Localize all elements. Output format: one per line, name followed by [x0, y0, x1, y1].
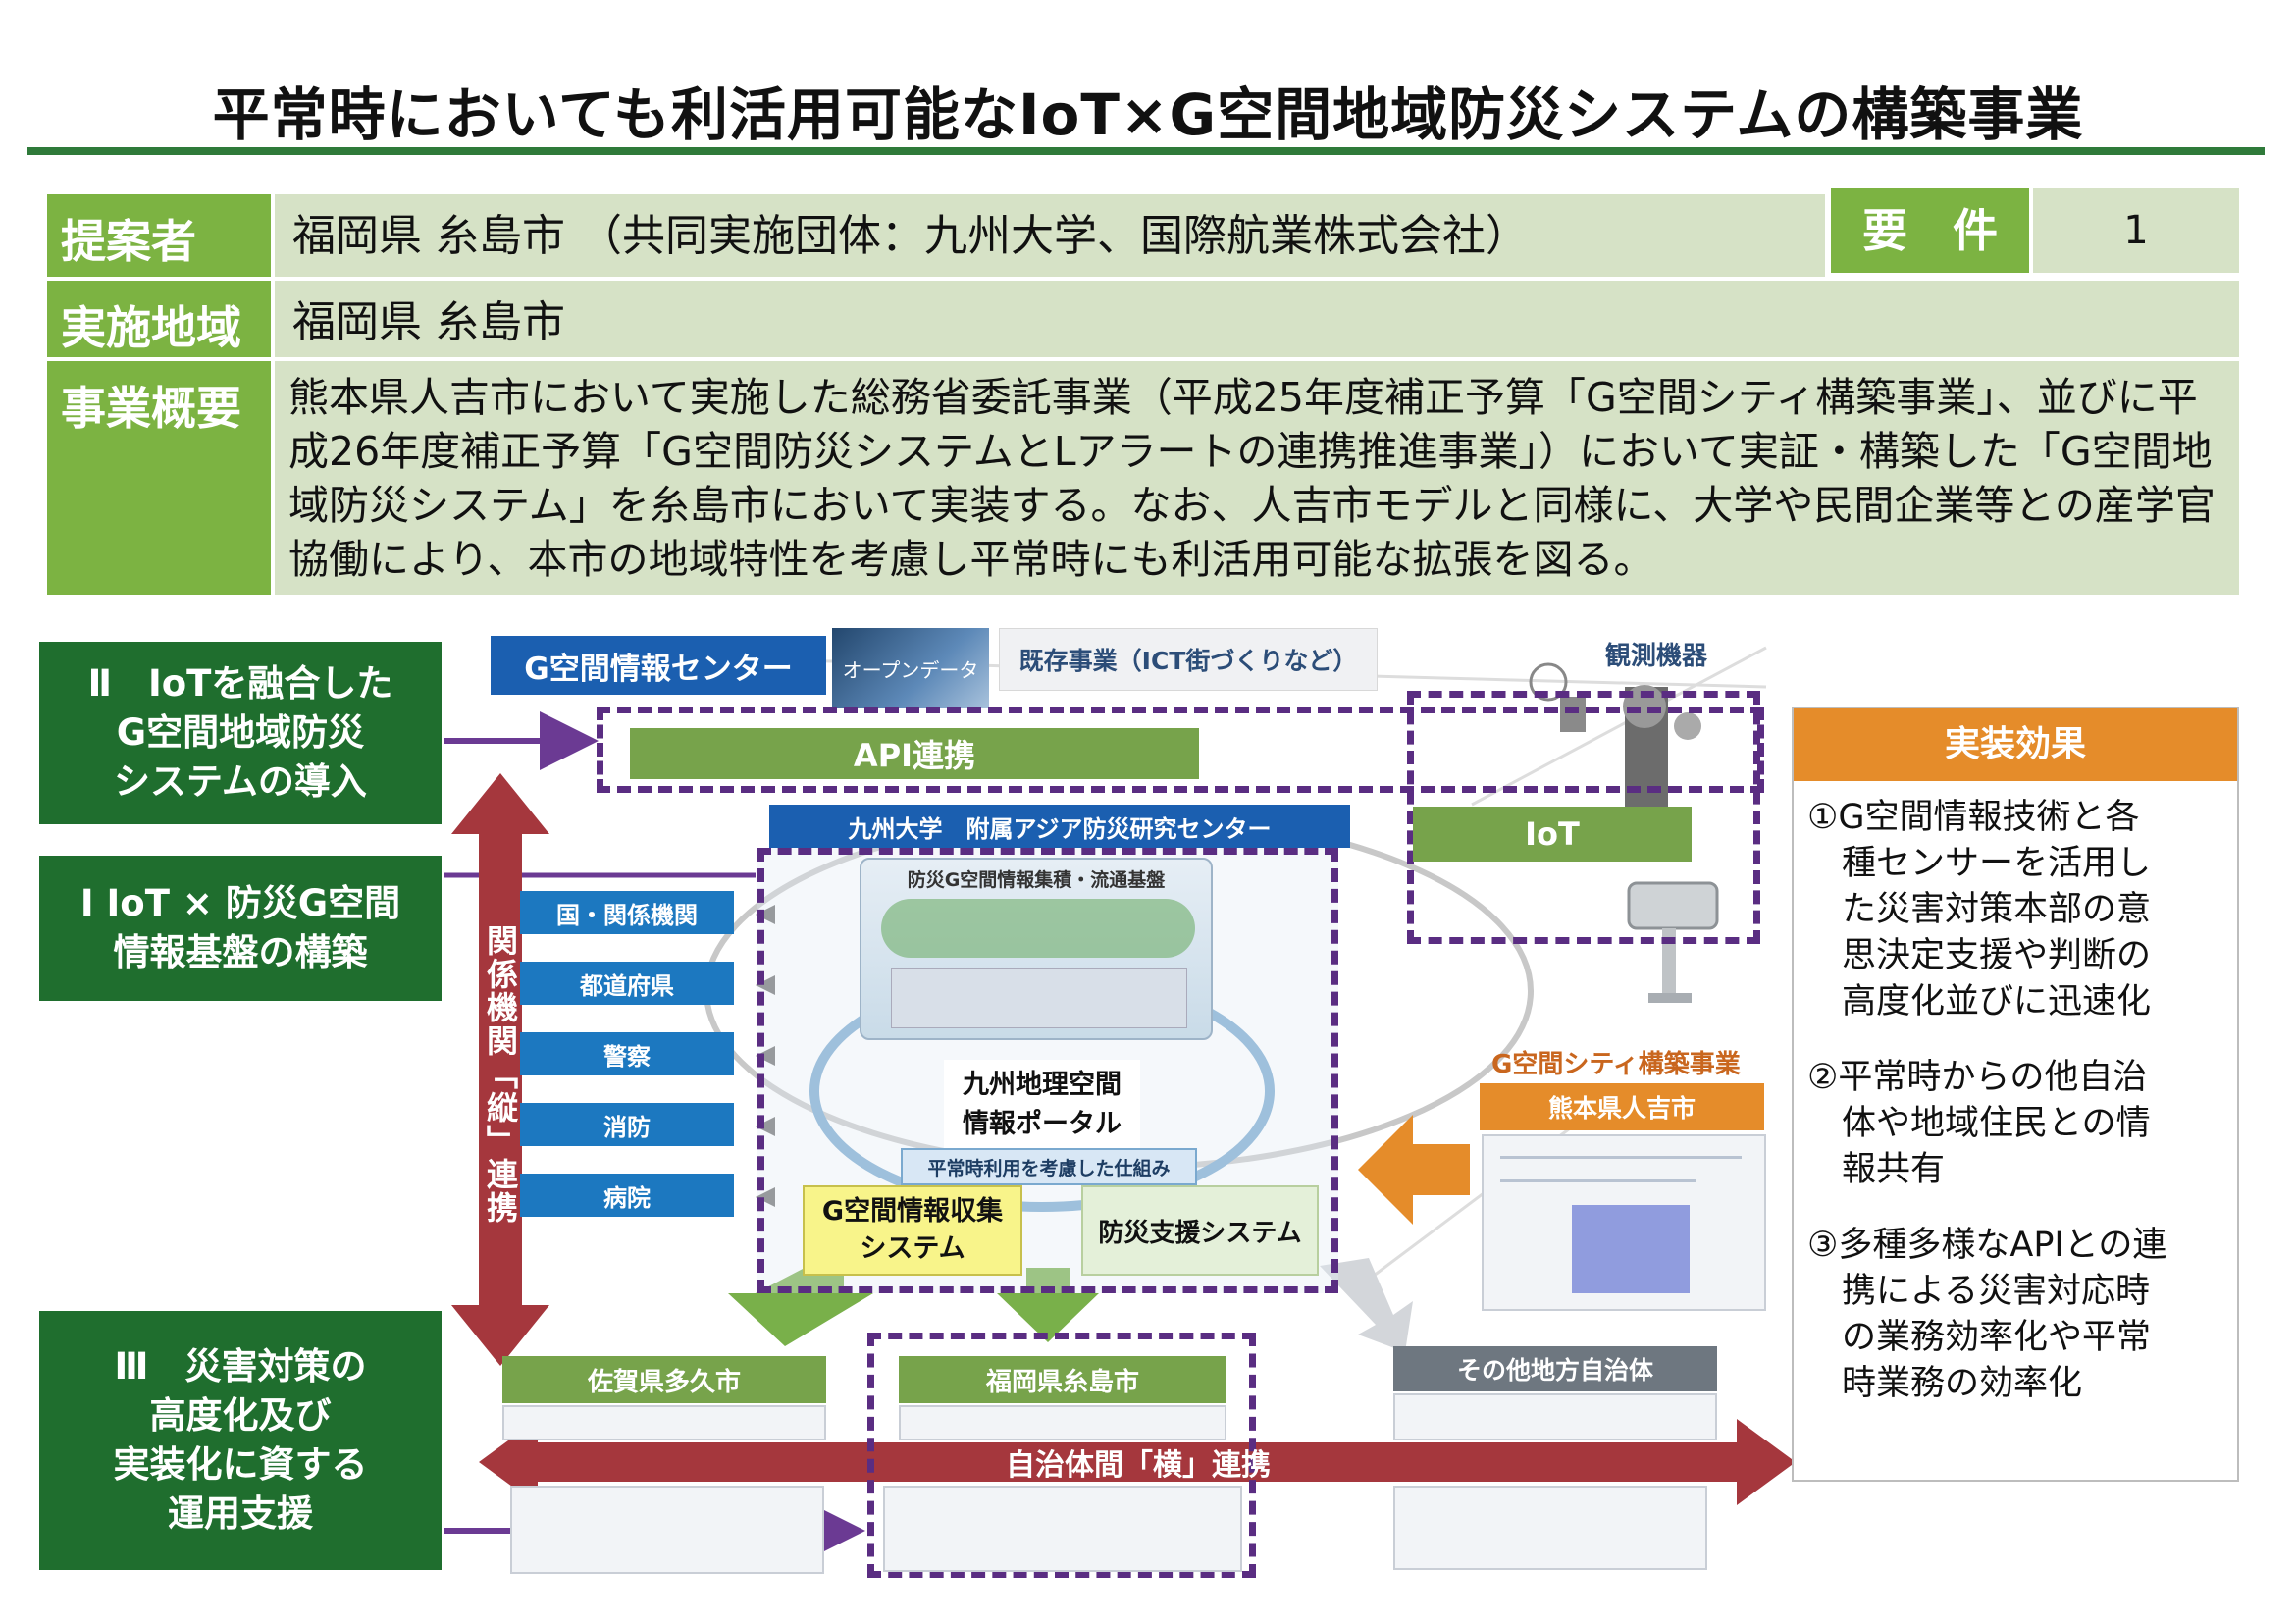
hitoyoshi-screens — [1482, 1134, 1766, 1311]
normal-use-label: 平常時利用を考慮した仕組み — [901, 1148, 1197, 1185]
others-label: その他地方自治体 — [1393, 1346, 1717, 1391]
platform-screens-graphic — [891, 968, 1187, 1028]
saga-screens-bottom — [510, 1486, 824, 1574]
agency-fire: 消防 — [520, 1103, 734, 1146]
agency-arrows — [756, 905, 775, 1207]
api-label: API連携 — [630, 728, 1199, 779]
iot-label: IoT — [1413, 807, 1692, 862]
collection-system-label: G空間情報収集 システム — [803, 1185, 1022, 1276]
itoshima-label: 福岡県糸島市 — [899, 1356, 1226, 1403]
effect-item-3: ③多種多様なAPIとの連 携による災害対応時 の業務効率化や平常 時業務の効率化 — [1807, 1226, 2167, 1403]
platform-image: 防災G空間情報集積・流通基盤 — [860, 858, 1213, 1040]
others-screens-bottom — [1393, 1486, 1707, 1570]
down-arrow-itoshima — [997, 1268, 1099, 1342]
section-box-2: Ⅱ IoTを融合した G空間地域防災 システムの導入 — [39, 642, 442, 824]
api-dashed-region — [597, 707, 1764, 793]
portal-label: 九州地理空間 情報ポータル — [944, 1060, 1140, 1150]
camera-icon — [1627, 881, 1719, 1003]
existing-project-label: 既存事業（ICT街づくりなど） — [999, 628, 1378, 691]
others-screens-top — [1393, 1393, 1717, 1440]
effects-title: 実装効果 — [1794, 708, 2237, 781]
page-title: 平常時においても利活用可能なIoT×G空間地域防災システムの構築事業 — [212, 81, 2084, 148]
effect-item-1: ①G空間情報技術と各 種センサーを活用し た災害対策本部の意 思決定支援や判断の… — [1807, 798, 2152, 1021]
support-system-label: 防災支援システム — [1081, 1185, 1319, 1276]
area-value: 福岡県 糸島市 — [275, 281, 2239, 357]
title-divider — [27, 147, 2265, 155]
itoshima-screens-bottom — [883, 1486, 1242, 1572]
saga-label: 佐賀県多久市 — [502, 1356, 826, 1403]
section-box-1: Ⅰ IoT × 防災G空間 情報基盤の構築 — [39, 856, 442, 1001]
proposer-label: 提案者 — [47, 194, 271, 277]
platform-label: 防災G空間情報集積・流通基盤 — [907, 869, 1166, 891]
kyushu-univ-label: 九州大学 附属アジア防災研究センター — [769, 805, 1350, 848]
summary-value: 熊本県人吉市において実施した総務省委託事業（平成25年度補正予算「G空間シティ構… — [275, 361, 2239, 595]
agency-police: 警察 — [520, 1032, 734, 1075]
orange-arrow — [1358, 1115, 1470, 1225]
sensor-device-icon — [1529, 662, 1586, 732]
summary-label: 事業概要 — [47, 361, 271, 595]
vertical-link-label: 関係機関「縦」連携 — [482, 924, 519, 1225]
horizontal-link-label: 自治体間「横」連携 — [1006, 1448, 1271, 1483]
section-box-3: Ⅲ 災害対策の 高度化及び 実装化に資する 運用支援 — [39, 1311, 442, 1570]
platform-map-graphic — [881, 899, 1195, 958]
g-center-label: G空間情報センター — [491, 636, 826, 695]
agency-national: 国・関係機関 — [520, 891, 734, 934]
screen-line — [1500, 1156, 1743, 1159]
vertical-link-arrow — [451, 773, 549, 1366]
area-label: 実施地域 — [47, 281, 271, 357]
sensors-label: 観測機器 — [1605, 642, 1708, 671]
agency-prefecture: 都道府県 — [520, 962, 734, 1005]
effects-panel: 実装効果 ①G空間情報技術と各 種センサーを活用し た災害対策本部の意 思決定支… — [1792, 707, 2239, 1482]
iot-dashed-region — [1407, 691, 1760, 944]
itoshima-dashed-region — [867, 1333, 1256, 1578]
web-line — [1471, 646, 1767, 807]
effect-item-2: ②平常時からの他自治 体や地域住民との情 報共有 — [1807, 1058, 2151, 1189]
proposer-value: 福岡県 糸島市 （共同実施団体：九州大学、国際航業株式会社） — [275, 194, 1825, 277]
g-city-label: G空間シティ構築事業 — [1491, 1050, 1741, 1079]
down-arrow-others — [1320, 1258, 1413, 1352]
itoshima-screens-top — [899, 1405, 1226, 1440]
open-data-label: オープンデータ — [832, 628, 989, 708]
screen-line — [1500, 1179, 1697, 1182]
requirement-value: 1 — [2033, 188, 2239, 273]
requirement-label: 要 件 — [1831, 188, 2029, 273]
hitoyoshi-label: 熊本県人吉市 — [1480, 1083, 1764, 1130]
map-thumbnail — [1572, 1205, 1690, 1293]
saga-screens-top — [502, 1405, 826, 1440]
horizontal-link-arrow — [479, 1419, 1796, 1505]
agency-hospital: 病院 — [520, 1174, 734, 1217]
